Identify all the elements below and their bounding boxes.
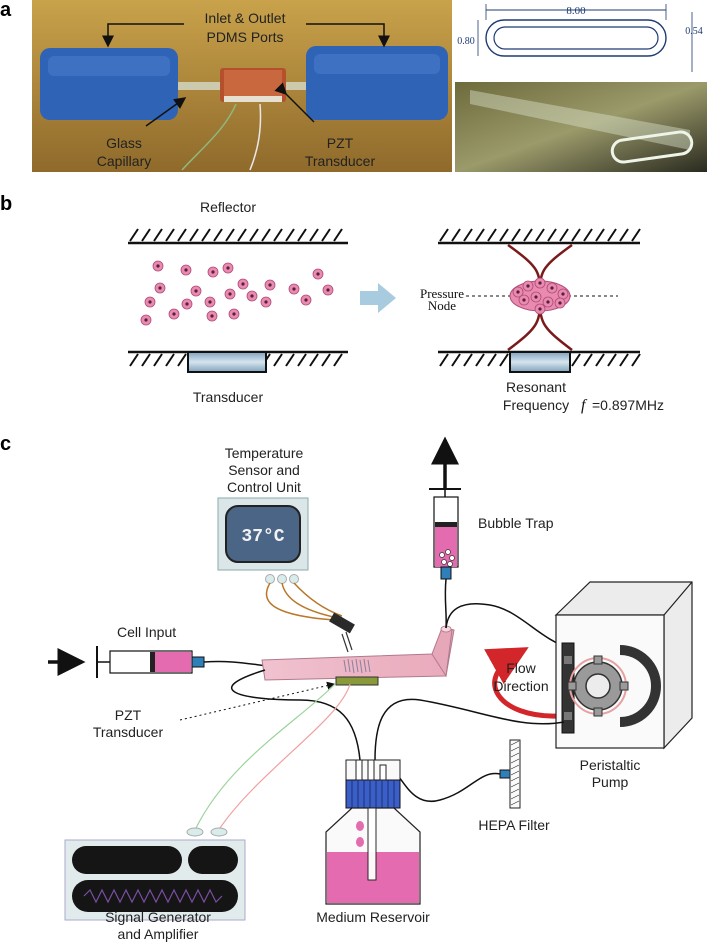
label-node-line1: Pressure: [420, 286, 464, 301]
arrow-pzt: [274, 82, 315, 123]
label-capillary-line2: Capillary: [97, 153, 151, 169]
capillary-photo: [455, 82, 707, 172]
tubing-trap-to-pump: [445, 603, 571, 649]
tubing-pump-to-reservoir: [374, 698, 565, 761]
label-resonant-line2: Frequency: [503, 397, 569, 413]
transducer-right: [509, 351, 571, 373]
panel-c-letter: c: [0, 433, 11, 455]
temperature-control-unit: [217, 497, 309, 571]
label-node-line2: Node: [428, 298, 456, 313]
transducer-left: [187, 351, 267, 373]
flow-channel: [261, 625, 455, 686]
clustered-cells: [509, 277, 571, 315]
label-temp-line2: Sensor and: [228, 462, 300, 478]
arrow-port-right: [306, 23, 390, 48]
temperature-probe: [329, 612, 355, 653]
dispersed-cells: [140, 260, 334, 326]
medium-reservoir: [325, 759, 421, 905]
signal-wires: [195, 683, 351, 829]
dim-height-left: 0.80: [457, 36, 475, 47]
temp-display: 37°C: [241, 527, 284, 547]
label-reservoir: Medium Reservoir: [316, 909, 430, 925]
label-pzt-a-line1: PZT: [327, 135, 354, 151]
label-hepa: HEPA Filter: [478, 817, 550, 833]
label-bubble-trap: Bubble Trap: [478, 515, 554, 531]
dim-width: 8.00: [566, 5, 586, 17]
transition-arrow: [360, 283, 396, 313]
flow-direction-arrow: [484, 647, 559, 719]
tubing-to-hepa: [383, 767, 501, 803]
label-transducer-b: Transducer: [193, 389, 264, 405]
label-temp-line1: Temperature: [225, 445, 304, 461]
label-resonant-line1: Resonant: [506, 379, 566, 395]
reflector-right: [438, 228, 641, 245]
arrow-port-left: [102, 23, 184, 48]
label-pzt-c-line1: PZT: [115, 707, 142, 723]
label-signal-line2: and Amplifier: [118, 926, 199, 942]
label-signal-line1: Signal Generator: [105, 909, 211, 925]
panel-a-letter: a: [0, 0, 12, 21]
tubing-input: [203, 660, 269, 667]
label-pump-line2: Pump: [592, 774, 629, 790]
label-temp-line3: Control Unit: [227, 479, 301, 495]
label-ports-line1: Inlet & Outlet: [205, 10, 286, 26]
sensor-wires: [265, 582, 343, 621]
panel-b-letter: b: [0, 193, 12, 215]
label-pzt-c-line2: Transducer: [93, 724, 164, 740]
peristaltic-pump: [554, 581, 693, 750]
label-freq-value: =0.897MHz: [592, 397, 664, 413]
label-cell-input: Cell Input: [117, 624, 176, 640]
bottom-wall-right: [438, 350, 641, 373]
label-reflector: Reflector: [200, 199, 256, 215]
label-flow-line2: Direction: [493, 678, 548, 694]
pzt-transducer-c: [335, 676, 379, 686]
capillary-cross-section: [455, 0, 707, 82]
sensor-connectors: [265, 574, 299, 584]
label-capillary-line1: Glass: [106, 135, 142, 151]
signal-connectors: [186, 827, 228, 837]
tubing-channel-to-reservoir: [230, 669, 361, 761]
panel-a-photo: [32, 0, 452, 172]
reflector-left: [128, 228, 348, 245]
label-freq-symbol: f: [581, 397, 588, 414]
label-ports-line2: PDMS Ports: [206, 29, 283, 45]
pzt-pointer: [179, 681, 335, 721]
label-pump-line1: Peristaltic: [580, 757, 641, 773]
arrow-capillary: [145, 97, 187, 127]
bottom-wall-left: [128, 350, 348, 373]
label-flow-line1: Flow: [506, 660, 536, 676]
tubing-bubble-trap: [444, 578, 447, 629]
dim-height-right: 0.54: [685, 26, 703, 37]
cell-input-syringe: [96, 646, 205, 678]
bubble-trap-syringe: [429, 488, 461, 580]
label-pzt-a-line2: Transducer: [305, 153, 376, 169]
signal-generator: [64, 839, 246, 921]
hepa-filter: [499, 739, 521, 809]
